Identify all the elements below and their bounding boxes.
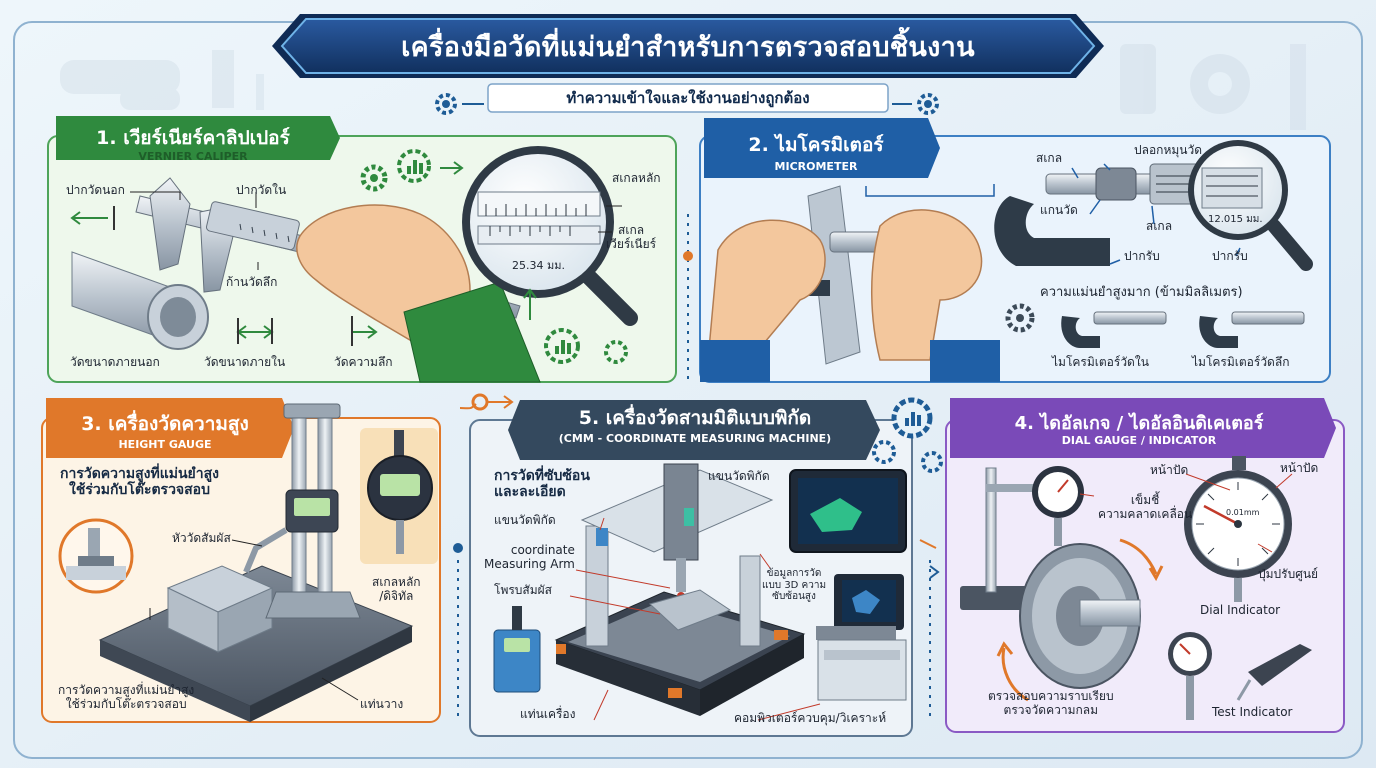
digital-scale-label: สเกลหลัก /ดิจิทัล	[372, 575, 421, 603]
vernier-title-tab	[56, 116, 340, 160]
dial-leader-lines	[1079, 473, 1293, 553]
zero-knob-label: ปุ่มปรับศูนย์	[1258, 567, 1319, 581]
micrometer-reading: 12.015 มม.	[1208, 214, 1263, 225]
panel-connectors	[457, 214, 931, 720]
vernier-gear-icon	[360, 164, 388, 192]
connector-arrow	[919, 539, 937, 549]
probe-detail-inset	[58, 518, 134, 594]
cmm-controller-box	[493, 606, 541, 693]
spindle-label: แกนวัด	[1040, 203, 1078, 217]
header-gear-icon-left	[435, 93, 484, 115]
cmm-gear-icons	[872, 397, 943, 473]
micrometer-diagram	[994, 140, 1313, 271]
frame-label-2: ปากรับ	[1212, 249, 1248, 263]
vernier-gear-chart-icon-bottom	[523, 288, 628, 364]
cmm-arm-label-left: แขนวัดพิกัด	[494, 513, 556, 527]
dial-face-label: หน้าปัด	[1150, 463, 1189, 477]
height-gauge-desc-bottom: การวัดความสูงที่แม่นยำสูง ใช้ร่วมกับโต๊ะ…	[58, 683, 195, 711]
cmm-desc: การวัดที่ซับซ้อน และละเอียด	[494, 468, 590, 501]
vernier-subtitle: VERNIER CALIPER	[138, 150, 248, 163]
test-indicator-small	[1168, 632, 1312, 720]
micrometer-scale-label: สเกล	[1036, 151, 1063, 165]
page-subtitle: ทำความเข้าใจและใช้งานอย่างถูกต้อง	[566, 89, 810, 107]
vernier-measurement-arrows	[70, 206, 378, 346]
rotating-wheel-workpiece	[996, 538, 1164, 702]
subtitle-box	[487, 83, 889, 113]
pipe-workpiece	[71, 251, 209, 350]
cmm-arm-label-en: coordinate Measuring Arm	[484, 543, 575, 571]
micrometer-gear-icon	[1005, 303, 1035, 333]
cmm-data-label: ข้อมูลการวัด แบบ 3D ความ ซับซ้อนสูง	[762, 568, 827, 602]
micrometer-subtitle: MICROMETER	[774, 160, 858, 173]
dial-indicator-large	[1184, 456, 1292, 602]
computer-label: คอมพิวเตอร์ควบคุม/วิเคราะห์	[734, 711, 887, 725]
page-title: เครื่องมือวัดที่แม่นยำสำหรับการตรวจสอบชิ…	[401, 31, 975, 63]
outer-jaw-label: ปากวัดนอก	[66, 183, 125, 197]
vernier-title: 1. เวียร์เนียร์คาลิปเปอร์	[96, 127, 290, 149]
dial-face-text: 0.01mm	[1226, 508, 1260, 517]
decorative-parts-left	[60, 50, 264, 110]
vernier-chart-icon	[397, 149, 464, 183]
depth-micrometer-label: ไมโครมิเตอร์วัดลึก	[1192, 355, 1290, 369]
vernier-scale-label: สเกล เวียร์เนียร์	[606, 223, 657, 251]
connector-ring	[471, 393, 489, 411]
dial-title: 4. ไดอัลเกจ / ไดอัลอินดิเคเตอร์	[1014, 412, 1264, 434]
vernier-leader-lines	[130, 191, 622, 270]
vernier-magnifier-icon	[462, 146, 638, 326]
test-indicator-label: Test Indicator	[1212, 705, 1293, 719]
micrometer-in-hands	[700, 209, 1000, 382]
accuracy-label: ความแม่นยำสูงมาก (ข้ามมิลลิเมตร)	[1040, 285, 1243, 300]
cmm-arm-label-top: แขนวัดพิกัด	[708, 469, 770, 483]
machine-base-label: แท่นเครื่อง	[520, 707, 576, 721]
depth-rod-label: ก้านวัดลึก	[226, 275, 278, 289]
micrometer-title-tab	[704, 118, 940, 178]
connector-dot	[453, 543, 463, 553]
header-gear-icon-right	[892, 93, 939, 115]
cmm-title-tab	[508, 400, 880, 460]
dial-face-label-2: หน้าปัด	[1280, 461, 1319, 475]
height-gauge-leader-lines	[149, 539, 359, 701]
inside-micrometer-label: ไมโครมิเตอร์วัดใน	[1052, 355, 1149, 369]
dial-title-tab	[950, 398, 1336, 458]
micrometer-scale-label-2: สเกล	[1146, 219, 1173, 233]
height-gauge-title: 3. เครื่องวัดความสูง	[81, 413, 249, 435]
cmm-title: 5. เครื่องวัดสามมิติแบบพิกัด	[578, 407, 812, 429]
micrometer-title: 2. ไมโครมิเตอร์	[748, 134, 884, 156]
height-gauge-desc-top: การวัดความสูงที่แม่นยำสูง ใช้ร่วมกับโต๊ะ…	[60, 466, 220, 499]
height-gauge-subtitle: HEIGHT GAUGE	[118, 438, 212, 451]
touch-probe-label: โพรบสัมผัส	[494, 583, 553, 597]
micrometer-variants	[1005, 303, 1305, 348]
main-scale-label: สเกลหลัก	[612, 171, 661, 185]
decorative-parts-right	[1120, 44, 1306, 130]
probe-label: หัววัดสัมผัส	[172, 531, 231, 545]
inner-jaw-label: ปากวัดใน	[236, 183, 287, 197]
micrometer-leader-lines	[865, 163, 1241, 265]
cmm-machine-drawing	[554, 463, 806, 716]
needle-label: เข็มชี้ ความคลาดเคลื่อน	[1098, 493, 1193, 521]
cmm-leader-lines	[569, 517, 821, 721]
micrometer-plate	[807, 185, 861, 365]
base-label: แท่นวาง	[360, 697, 404, 711]
height-gauge-title-tab	[46, 398, 294, 458]
dial-subtitle: DIAL GAUGE / INDICATOR	[1061, 434, 1217, 447]
depth-measure-label: วัดความลึก	[334, 355, 393, 369]
digital-indicator-drawing	[367, 430, 433, 554]
height-gauge-drawing	[98, 403, 414, 722]
vernier-reading: 25.34 มม.	[512, 259, 565, 272]
hand-holding-caliper	[296, 204, 541, 383]
inside-measure-label: วัดขนาดภายใน	[204, 355, 286, 369]
outside-measure-label: วัดขนาดภายนอก	[70, 355, 160, 369]
title-banner	[280, 18, 1096, 74]
connector-dot	[683, 251, 693, 261]
flatness-roundness-label: ตรวจสอบความราบเรียบ ตรวจวัดความกลม	[988, 689, 1114, 717]
cmm-subtitle: (CMM - COORDINATE MEASURING MACHINE)	[558, 432, 832, 445]
frame-label: ปากรับ	[1124, 249, 1160, 263]
connector-arrow	[929, 565, 940, 579]
thimble-label: ปลอกหมุนวัด	[1134, 143, 1202, 157]
cmm-computer	[789, 469, 907, 701]
dial-indicator-label: Dial Indicator	[1200, 603, 1281, 617]
